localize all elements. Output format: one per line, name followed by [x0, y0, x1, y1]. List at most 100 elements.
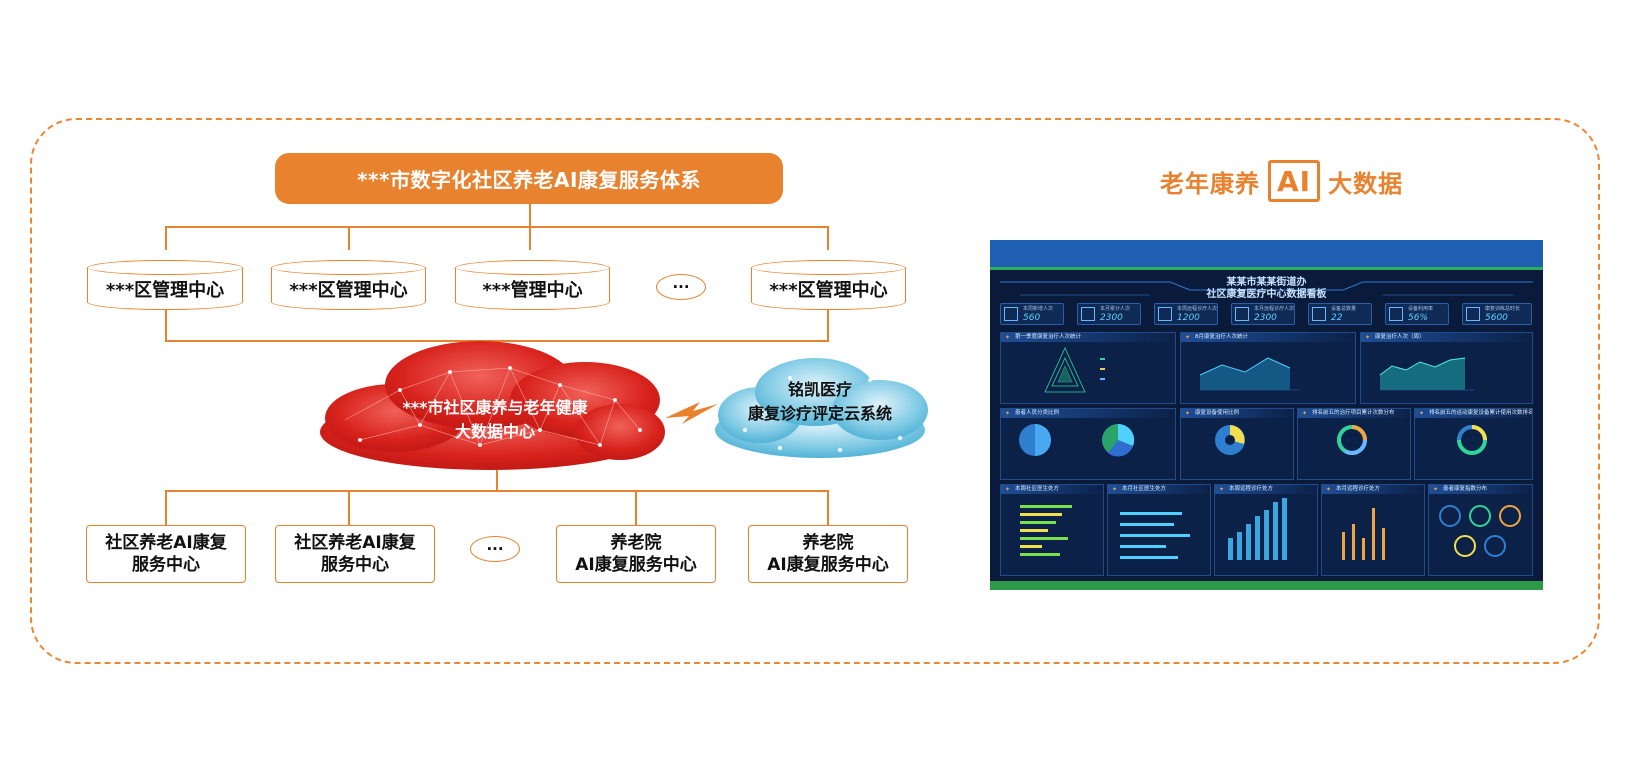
donut-charts [1337, 425, 1487, 456]
cloud-system-line2: 康复诊疗评定云系统 [747, 404, 892, 423]
system-title: ***市数字化社区养老AI康复服务体系 [275, 153, 783, 204]
panel-title: 排名前五的治疗项目累计次数分布 [1298, 409, 1410, 418]
kpi-icon [1235, 307, 1249, 321]
service-center-line1: 社区养老AI康复 [294, 533, 416, 553]
brand-right: 大数据 [1328, 169, 1404, 198]
dashboard-panel: 8月康复治疗人次统计 [1180, 332, 1356, 404]
horizontal-bars-1 [1020, 505, 1072, 556]
kpi-label: 本月累计人次 [1100, 306, 1131, 312]
connector [348, 226, 350, 250]
dashboard-panel: 康复治疗人次（周） [1360, 332, 1533, 404]
area-chart-8month [1199, 357, 1300, 391]
panel-title: 本周社区医生处方 [1001, 485, 1103, 494]
dashboard-panel: 本月社区医生处方 [1107, 484, 1211, 576]
kpi-icon [1158, 307, 1172, 321]
cloud-system-line1: 铭凯医疗 [787, 380, 852, 399]
connector [496, 470, 498, 492]
kpi-value: 560 [1023, 313, 1041, 323]
kpi-label: 设备利用率 [1408, 306, 1434, 312]
vertical-bars-1 [1228, 498, 1287, 560]
brand-logo: 老年康养 AI 大数据 [1160, 160, 1403, 202]
radar-legend [1100, 358, 1105, 380]
kpi-icon [1081, 307, 1095, 321]
panel-title: 康复治疗人次（周） [1361, 333, 1532, 342]
connector [635, 490, 637, 526]
big-data-center-line2: 大数据中心 [454, 422, 535, 441]
service-center: 社区养老AI康复服务中心 [86, 525, 246, 583]
kpi-value: 56% [1408, 313, 1429, 323]
kpi-icon [1466, 307, 1480, 321]
connector [165, 226, 167, 250]
dashboard-trim [990, 267, 1543, 270]
management-center: ***区管理中心 [86, 260, 244, 310]
dashboard-title-top: 某某市某某街道办 [1226, 277, 1307, 288]
kpi-value: 2300 [1100, 313, 1123, 323]
connector [827, 310, 829, 342]
dashboard-frame-lines [1000, 281, 1533, 296]
dashboard-title-main: 社区康复医疗中心数据看板 [1206, 289, 1327, 300]
service-center-line1: 社区养老AI康复 [105, 533, 227, 553]
panel-title: 第一季度康复治疗人次统计 [1001, 333, 1175, 342]
kpi-icon [1312, 307, 1326, 321]
dashboard-top-bezel [990, 240, 1543, 267]
service-center-line2: 服务中心 [131, 555, 200, 575]
connector [827, 226, 829, 250]
kpi-icon [1389, 307, 1403, 321]
dashboard-panel: 第一季度康复治疗人次统计 [1000, 332, 1176, 404]
management-center: ***区管理中心 [270, 260, 427, 310]
kpi-value: 1200 [1177, 313, 1200, 323]
connector [348, 490, 350, 526]
vertical-bars-2 [1342, 508, 1385, 560]
kpi-icon [1004, 307, 1018, 321]
connector [529, 226, 531, 250]
panel-title: 患者康复指数分布 [1429, 485, 1532, 494]
connector [165, 310, 167, 342]
dashboard-panel: 本周社区医生处方 [1000, 484, 1104, 576]
panel-title: 康复设备使用比例 [1181, 409, 1293, 418]
connector [496, 340, 498, 360]
connector [165, 490, 167, 526]
gauge-rings [1439, 505, 1521, 557]
brand-left: 老年康养 [1160, 169, 1260, 198]
dashboard-panel: 患者康复指数分布 [1428, 484, 1533, 576]
management-center: ***区管理中心 [750, 260, 907, 310]
dashboard-bottom-bezel [990, 581, 1543, 590]
panel-title: 本月远程诊疗处方 [1322, 485, 1424, 494]
panel-title: 8月康复治疗人次统计 [1181, 333, 1355, 342]
kpi-label: 本周新增人次 [1023, 306, 1054, 312]
service-center-line2: AI康复服务中心 [767, 555, 889, 575]
dashboard-panel: 排名前五的治疗项目累计次数分布 [1297, 408, 1411, 480]
kpi-value: 2300 [1254, 313, 1277, 323]
kpi-label: 康复训练总时长 [1485, 306, 1521, 312]
management-center: ***管理中心 [454, 260, 611, 310]
panel-title: 排名前五的运动康复设备累计使用次数排名 [1415, 409, 1532, 418]
pie-charts [1019, 423, 1245, 457]
more-services-ellipsis: ··· [470, 536, 520, 562]
dashboard-chart-graphics [1019, 347, 1521, 560]
panel-title: 患者人员分类比例 [1001, 409, 1175, 418]
kpi-value: 5600 [1485, 313, 1508, 323]
panel-title: 本周远程诊疗处方 [1215, 485, 1317, 494]
service-center-line1: 养老院 [610, 533, 662, 553]
connector [827, 490, 829, 526]
service-center: 社区养老AI康复服务中心 [275, 525, 435, 583]
more-centers-ellipsis: ··· [656, 274, 706, 300]
cloud-system-label: 铭凯医疗 康复诊疗评定云系统 [730, 378, 910, 426]
service-center-line1: 养老院 [802, 533, 854, 553]
connector [165, 226, 829, 228]
system-boundary [30, 118, 1600, 664]
area-chart-weekly [1379, 357, 1475, 391]
service-center-line2: 服务中心 [320, 555, 389, 575]
kpi-label: 本月远程诊疗人次 [1254, 306, 1295, 312]
big-data-center-line1: ***市社区康养与老年健康 [402, 398, 588, 417]
radar-chart [1044, 347, 1086, 393]
dashboard-panel: 排名前五的运动康复设备累计使用次数排名 [1414, 408, 1533, 480]
